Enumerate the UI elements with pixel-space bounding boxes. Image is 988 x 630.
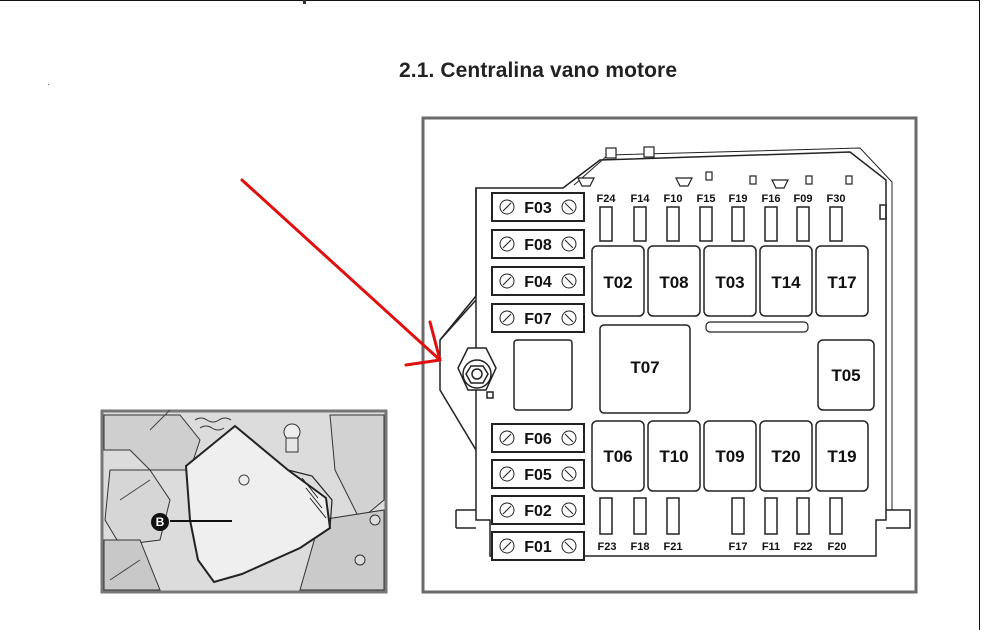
fuse-label: F07 [524, 311, 552, 328]
relay [591, 245, 645, 317]
section-title: 2.1. Centralina vano motore [399, 59, 678, 82]
relay [759, 420, 813, 492]
page-right-rule [979, 0, 980, 630]
scan-dot [48, 84, 49, 85]
slot [666, 206, 680, 242]
slot [699, 206, 713, 242]
slot-label: F15 [697, 193, 716, 205]
relay-label: T14 [771, 273, 801, 292]
relay [759, 245, 813, 317]
slot-label: F20 [828, 541, 847, 553]
relay-label-large: T07 [630, 358, 659, 377]
relay-label: T17 [827, 273, 856, 292]
page-header-mark [303, 0, 306, 4]
housing-tabs [577, 146, 853, 189]
slot-label: F19 [729, 193, 748, 205]
slot [764, 206, 778, 242]
slot-label: F11 [762, 541, 780, 553]
callout-badge [151, 513, 169, 531]
page-top-rule [0, 0, 980, 1]
slot [796, 497, 810, 535]
fuse-box-housing [439, 147, 911, 557]
top-slots: F24 F14 F10 F15 F19 F16 F09 F30 [597, 193, 846, 242]
slot-label: F23 [598, 541, 617, 553]
relay [815, 420, 869, 492]
relay-label: T10 [659, 447, 688, 466]
fuse-label: F01 [524, 539, 552, 556]
relay-large [599, 324, 691, 414]
fuse-block: F08 [491, 229, 585, 259]
relay [591, 420, 645, 492]
fuse-label: F02 [524, 503, 552, 520]
slot [599, 497, 613, 535]
fuse-label: F06 [524, 431, 552, 448]
relay-label: T06 [603, 447, 632, 466]
relays-top: T02 T08 T03 T14 T17 [591, 245, 869, 317]
slot [829, 497, 843, 535]
fuse-block: F07 [491, 303, 585, 333]
slot-label: F22 [794, 541, 813, 553]
fuse-block: F04 [491, 266, 585, 296]
pointer-arrow [240, 178, 442, 367]
slot-label: F10 [664, 193, 683, 205]
slot-label: F17 [729, 541, 748, 553]
slot [829, 206, 843, 242]
fuse-label: F05 [524, 467, 552, 484]
left-fuses-bottom: F06 F05 F02 F01 [491, 423, 585, 561]
bottom-slots: F23 F18 F21 F17 F11 F22 F20 [598, 497, 847, 553]
mounting-nut [457, 347, 497, 399]
slot [796, 206, 810, 242]
callout-letter: B [156, 515, 165, 529]
slot-label: F09 [794, 193, 813, 205]
fuse-label: F03 [524, 200, 552, 217]
slot-label: F16 [762, 193, 781, 205]
relay-label: T09 [715, 447, 744, 466]
connector-slot [705, 321, 809, 333]
connector-block [513, 339, 573, 411]
fuse-block: F02 [491, 495, 585, 525]
relay-label: T02 [603, 273, 632, 292]
fuse-block: F06 [491, 423, 585, 453]
relay-label: T19 [827, 447, 856, 466]
slot [633, 206, 647, 242]
relay [703, 245, 757, 317]
slot [599, 206, 613, 242]
fuse-label: F04 [524, 274, 552, 291]
relays-bottom: T06 T10 T09 T20 T19 [591, 420, 869, 492]
slot-label: F18 [631, 541, 650, 553]
fuse-block: F01 [491, 531, 585, 561]
fuse-block: F05 [491, 459, 585, 489]
relay-label: T03 [715, 273, 744, 292]
fuse-block: F03 [491, 192, 585, 222]
relay-side [817, 339, 875, 411]
engine-bay-photo: B [100, 409, 388, 594]
slot-label: F21 [664, 541, 683, 553]
slot [731, 206, 745, 242]
slot-label: F24 [597, 193, 617, 205]
slot [666, 497, 680, 535]
relay-label-side: T05 [831, 366, 860, 385]
left-fuses-top: F03 F08 F04 F07 [491, 192, 585, 333]
slot [633, 497, 647, 535]
fuse-label: F08 [524, 237, 552, 254]
slot-label: F14 [631, 193, 651, 205]
slot-label: F30 [827, 193, 846, 205]
relay-label: T08 [659, 273, 688, 292]
relay [647, 420, 701, 492]
slot [731, 497, 745, 535]
relay [815, 245, 869, 317]
relay [703, 420, 757, 492]
relay-label: T20 [771, 447, 800, 466]
relay [647, 245, 701, 317]
slot [764, 497, 778, 535]
